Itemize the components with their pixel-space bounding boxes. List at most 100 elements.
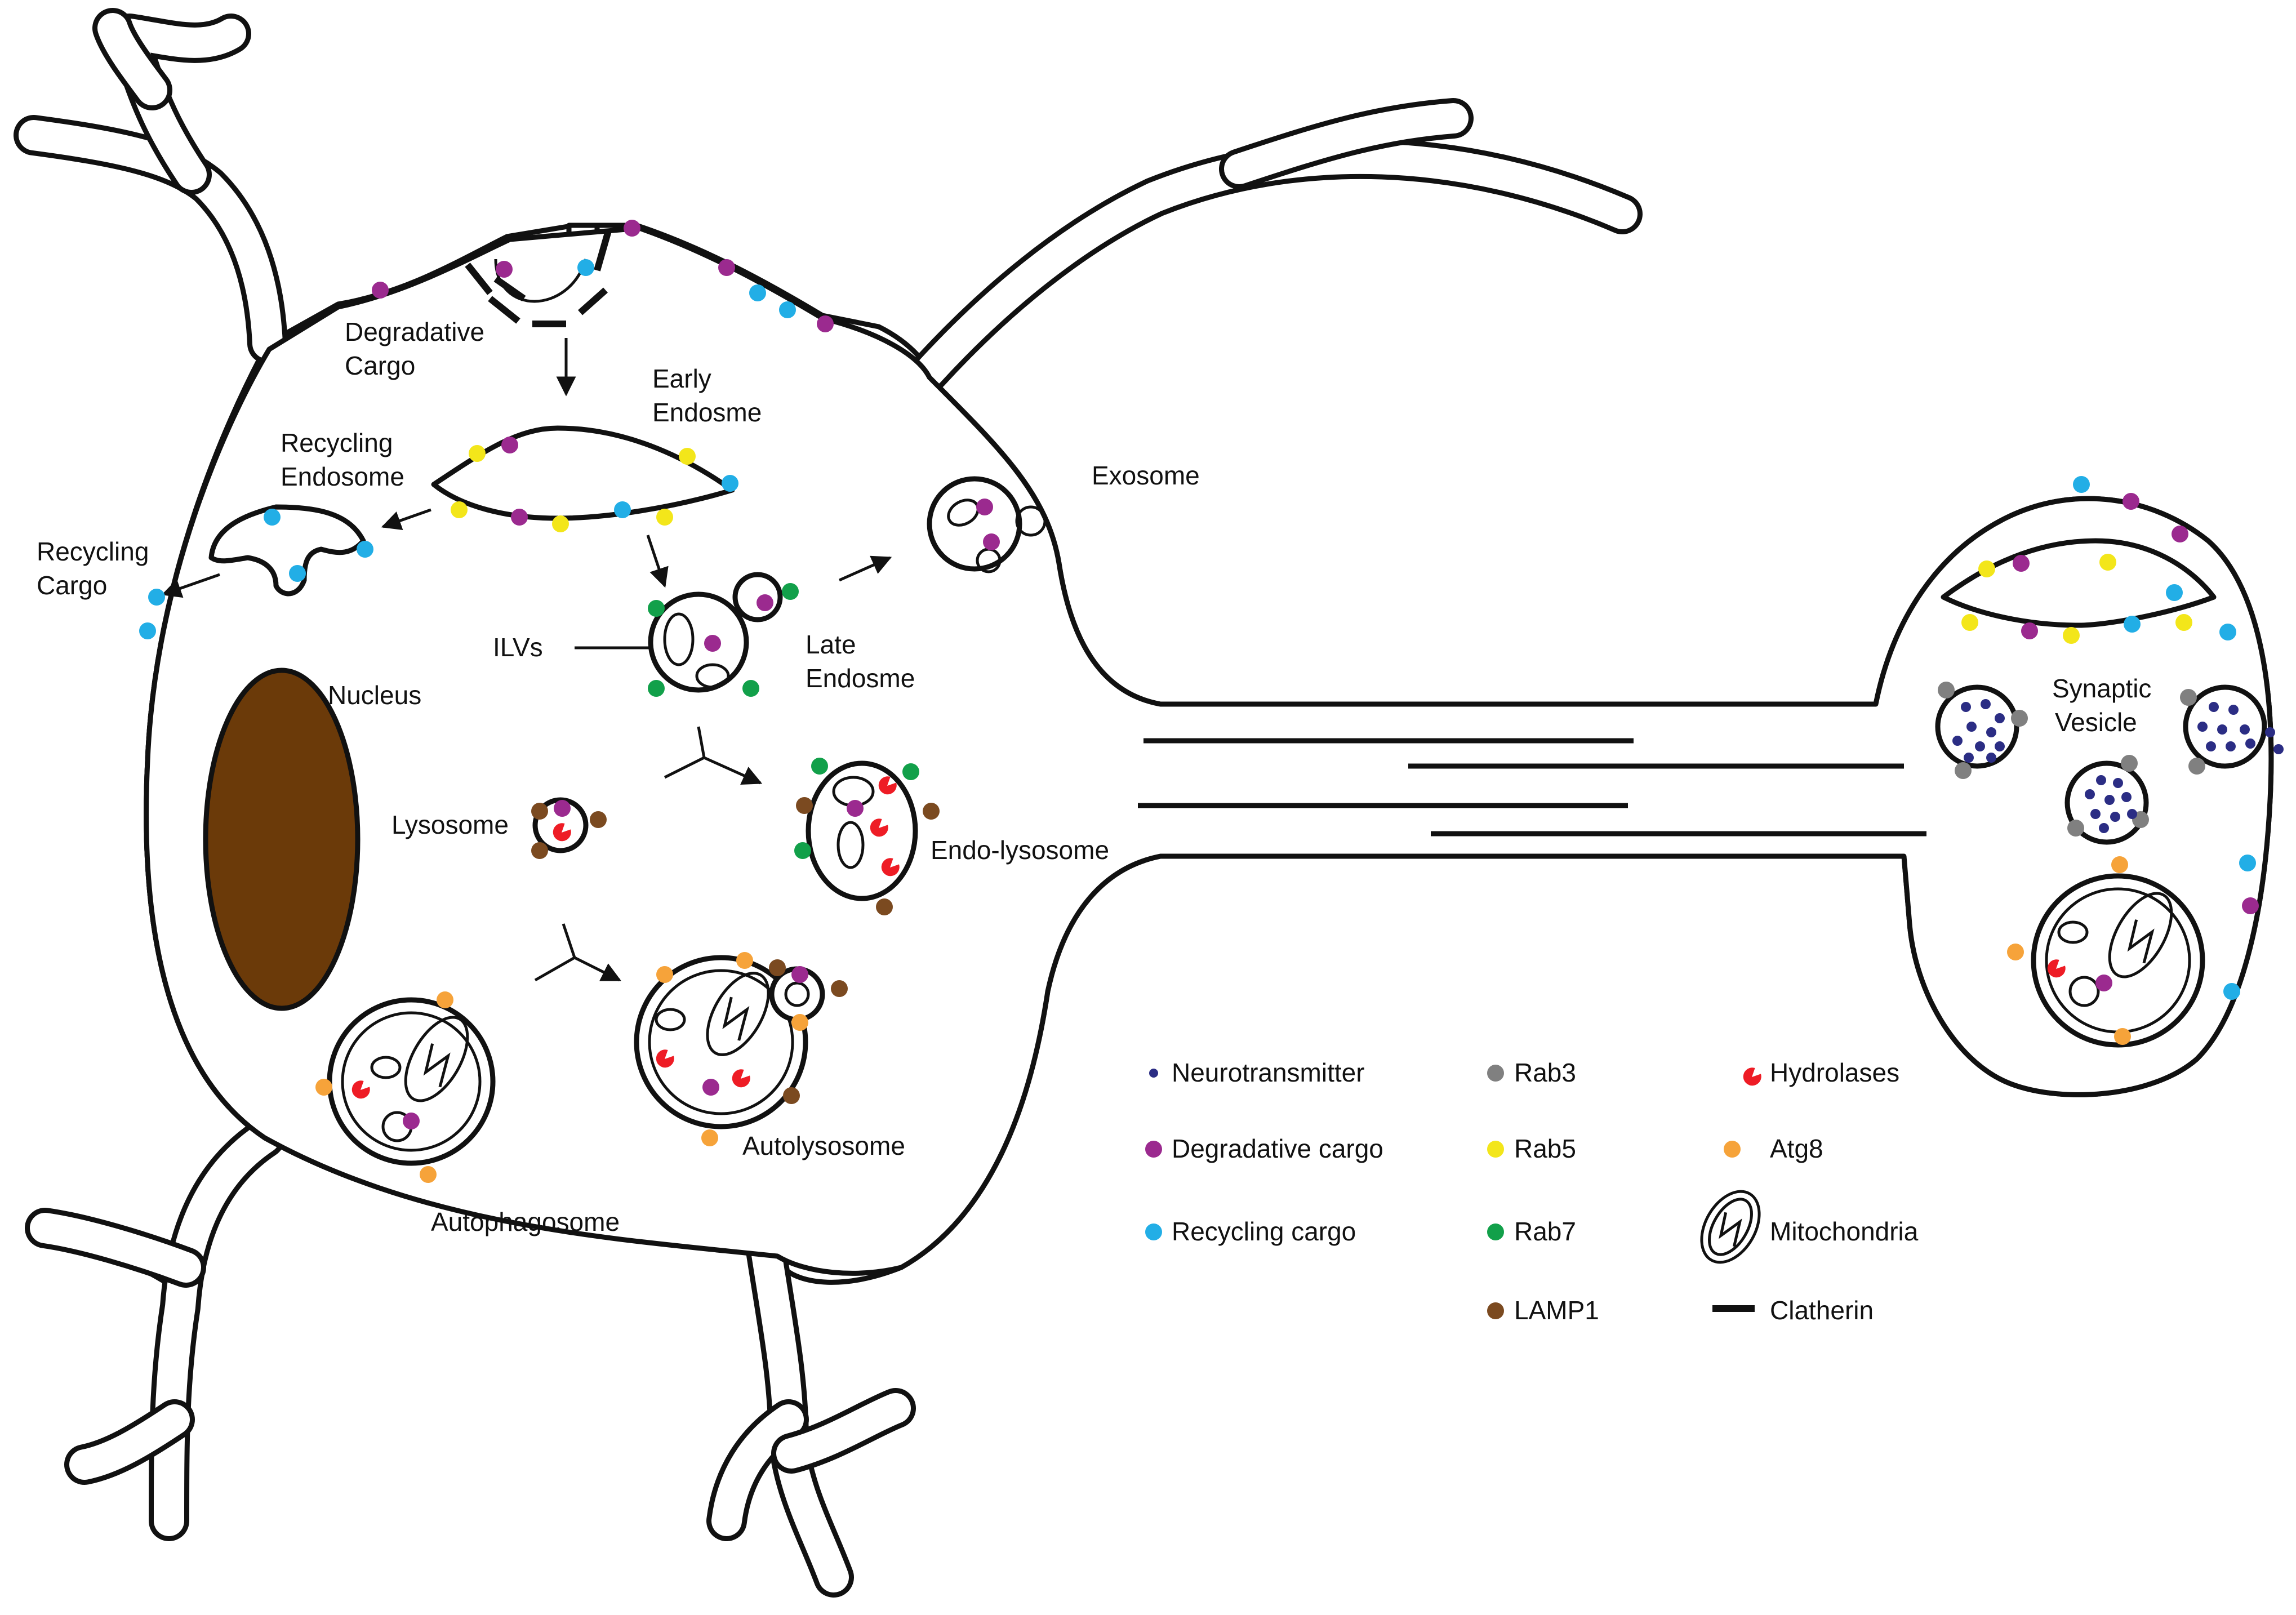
recycling-cargo-marker xyxy=(749,284,766,301)
hydrolase-marker xyxy=(656,1049,674,1068)
recycling-cargo-marker xyxy=(264,509,281,526)
atg8-marker xyxy=(315,1079,332,1096)
rab7-marker xyxy=(742,680,759,697)
neurotransmitter-marker xyxy=(1964,753,1974,763)
label-autolysosome: Autolysosome xyxy=(742,1131,905,1160)
recycling-cargo-marker xyxy=(2124,616,2141,633)
legend-degradative-cargo: Degradative cargo xyxy=(1172,1134,1383,1163)
rab7-marker xyxy=(1487,1224,1504,1240)
hydrolase-marker xyxy=(732,1069,750,1088)
legend-lamp1: LAMP1 xyxy=(1514,1296,1599,1325)
lamp1-marker xyxy=(831,980,848,997)
recycling-cargo-marker xyxy=(139,622,156,639)
degradative-cargo-marker xyxy=(983,533,1000,550)
lamp1-marker xyxy=(783,1087,800,1104)
lamp1-marker xyxy=(876,898,893,915)
atg8-marker xyxy=(2007,944,2024,960)
rab5-marker xyxy=(679,448,696,465)
legend-neurotransmitter: Neurotransmitter xyxy=(1172,1058,1365,1087)
neurotransmitter-marker xyxy=(2096,775,2106,785)
rab7-marker xyxy=(902,763,919,780)
degradative-cargo-marker xyxy=(624,220,640,237)
lamp1-marker xyxy=(923,803,940,820)
recycling-cargo-marker xyxy=(779,301,796,318)
rab5-marker xyxy=(552,515,569,532)
degradative-cargo-marker xyxy=(817,315,834,332)
recycling-cargo-marker xyxy=(148,589,165,606)
rab3-marker xyxy=(2067,820,2084,837)
hydrolase-marker xyxy=(351,1080,370,1099)
recycling-cargo-marker xyxy=(2239,855,2256,871)
rab5-marker xyxy=(2063,627,2080,644)
neurotransmitter-marker xyxy=(2240,724,2250,735)
axon-microtubules xyxy=(1138,738,1926,837)
neurotransmitter-marker xyxy=(1952,736,1963,746)
rab3-marker xyxy=(2121,755,2138,772)
hydrolase-marker xyxy=(553,823,571,842)
neurotransmitter-marker xyxy=(2090,809,2101,819)
degradative-cargo-marker xyxy=(403,1113,420,1129)
atg8-marker xyxy=(791,1014,808,1031)
degradative-cargo-marker xyxy=(791,966,808,983)
neurotransmitter-marker xyxy=(2245,738,2255,749)
recycling-cargo-marker xyxy=(2219,624,2236,640)
rab5-marker xyxy=(451,501,468,518)
recycling-cargo-marker xyxy=(357,541,373,558)
degradative-cargo-marker xyxy=(2172,526,2188,542)
diagram-labels: Degradative Cargo Early Endosme Recyclin… xyxy=(37,317,2151,1236)
degradative-cargo-marker xyxy=(704,635,721,652)
neurotransmitter-marker xyxy=(2085,789,2095,799)
rab5-marker xyxy=(469,445,486,462)
lamp1-marker xyxy=(590,811,607,828)
atg8-marker xyxy=(701,1129,718,1146)
label-endo-lysosome: Endo-lysosome xyxy=(931,835,1109,865)
legend-mitochondria: Mitochondria xyxy=(1770,1217,1919,1246)
degradative-cargo-marker xyxy=(372,282,389,299)
rab3-marker xyxy=(2188,758,2205,775)
atg8-marker xyxy=(2111,856,2128,873)
recycling-cargo-marker xyxy=(2223,983,2240,1000)
rab7-marker xyxy=(648,600,665,617)
neurotransmitter-marker xyxy=(1995,713,2005,723)
rab5-marker xyxy=(1961,614,1978,631)
label-recycling-endosome: Recycling Endosome xyxy=(281,428,404,491)
neurotransmitter-marker xyxy=(2113,778,2123,788)
rab3-marker xyxy=(2180,689,2197,706)
label-early-endosome: Early Endosme xyxy=(652,364,762,427)
nucleus xyxy=(203,668,361,1011)
hydrolase-marker xyxy=(2047,959,2066,978)
legend-clatherin: Clatherin xyxy=(1770,1296,1874,1325)
label-degradative-cargo: Degradative Cargo xyxy=(345,317,492,380)
degradative-cargo-marker xyxy=(2021,622,2038,639)
neurotransmitter-marker xyxy=(2197,722,2208,732)
neurotransmitter-marker xyxy=(2110,812,2120,822)
lamp1-marker xyxy=(769,959,786,976)
neurotransmitter-marker xyxy=(1975,741,1985,751)
autophagosome xyxy=(327,997,496,1166)
neurotransmitter-marker xyxy=(2104,795,2115,805)
legend-atg8: Atg8 xyxy=(1770,1134,1823,1163)
rab5-marker xyxy=(1487,1141,1504,1158)
atg8-marker xyxy=(736,952,753,969)
endo-lysosome xyxy=(806,760,918,901)
legend-rab3: Rab3 xyxy=(1514,1058,1576,1087)
atg8-marker xyxy=(656,966,673,983)
neurotransmitter-marker xyxy=(1995,741,2005,751)
degradative-cargo-marker xyxy=(757,594,773,611)
degradative-cargo-marker xyxy=(511,509,528,526)
label-ilvs: ILVs xyxy=(493,633,543,662)
neurotransmitter-marker xyxy=(2228,705,2239,715)
rab5-marker xyxy=(1978,560,1995,577)
rab3-marker xyxy=(1955,762,1972,779)
hydrolase-marker xyxy=(878,776,897,795)
label-nucleus: Nucleus xyxy=(328,680,421,710)
rab3-marker xyxy=(1938,682,1955,699)
rab7-marker xyxy=(648,680,665,697)
rab3-marker xyxy=(1487,1065,1504,1082)
degradative-cargo-marker xyxy=(501,437,518,453)
degradative-cargo-marker xyxy=(554,800,571,817)
legend-hydrolases: Hydrolases xyxy=(1770,1058,1899,1087)
rab5-marker xyxy=(2099,554,2116,571)
rab7-marker xyxy=(794,842,811,859)
